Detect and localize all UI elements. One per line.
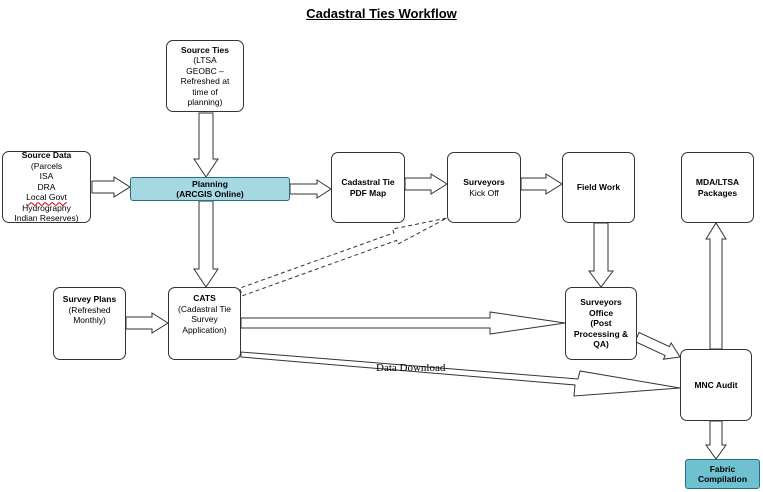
- node-survey-plans[interactable]: Survey Plans (Refreshed Monthly): [53, 287, 126, 360]
- node-line: (Post: [590, 318, 612, 329]
- node-surveyors-office[interactable]: Surveyors Office (Post Processing & QA): [565, 287, 637, 360]
- arrow-survey-plans-to-cats: [125, 312, 169, 334]
- node-line: (Parcels: [30, 160, 63, 171]
- node-line: Processing &: [573, 328, 629, 339]
- node-title: MNC Audit: [694, 379, 738, 390]
- node-cadastral-tie-pdf-map[interactable]: Cadastral Tie PDF Map: [331, 152, 405, 223]
- node-line: planning): [187, 97, 223, 107]
- node-line: (Cadastral Tie: [178, 303, 231, 314]
- node-line: ISA: [39, 171, 54, 182]
- node-source-ties[interactable]: Source Ties (LTSA GEOBC – Refreshed at t…: [166, 40, 244, 112]
- node-title: Survey Plans: [62, 294, 117, 304]
- arrow-pdf-map-to-kick-off: [404, 173, 448, 195]
- node-mnc-audit[interactable]: MNC Audit: [680, 349, 752, 421]
- arrow-cats-to-kick-off-dashed: [238, 217, 448, 297]
- diagram-title: Cadastral Ties Workflow: [306, 6, 457, 21]
- node-line: Hydrography: [22, 202, 71, 213]
- node-mda-ltsa-packages[interactable]: MDA/LTSA Packages: [681, 152, 754, 223]
- node-line: GEOBC –: [186, 65, 224, 76]
- node-title: Source Data: [21, 150, 72, 161]
- arrow-cats-to-mnc-audit-data-download: [240, 351, 681, 397]
- node-line: (ARCGIS Online): [176, 189, 244, 199]
- node-line: Survey: [191, 314, 218, 324]
- arrow-mnc-audit-to-fabric: [705, 420, 727, 460]
- node-title: Planning: [192, 178, 228, 189]
- node-title: CATS: [193, 293, 216, 303]
- node-line: Refreshed at: [180, 76, 230, 86]
- node-line: Local Govt: [26, 192, 67, 203]
- node-title: Fabric: [709, 463, 736, 474]
- node-planning[interactable]: Planning (ARCGIS Online): [130, 177, 290, 201]
- arrow-source-ties-to-planning: [193, 112, 219, 178]
- node-line: Compilation: [697, 474, 748, 484]
- arrow-planning-to-pdf-map: [289, 179, 332, 199]
- node-title: Source Ties: [180, 44, 230, 55]
- node-fabric-compilation[interactable]: Fabric Compilation: [685, 459, 760, 489]
- node-line: Packages: [697, 187, 738, 198]
- arrow-planning-to-cats: [193, 200, 219, 288]
- node-source-data[interactable]: Source Data (Parcels ISA DRA Local Govt …: [2, 150, 91, 224]
- node-line: Kick Off: [469, 187, 499, 198]
- node-cats[interactable]: CATS (Cadastral Tie Survey Application): [168, 287, 241, 360]
- node-line: (LTSA: [193, 55, 217, 65]
- node-title: Surveyors: [463, 177, 505, 187]
- node-title: MDA/LTSA: [695, 177, 740, 187]
- arrow-field-work-to-office: [588, 222, 614, 288]
- node-surveyors-kick-off[interactable]: Surveyors Kick Off: [447, 152, 521, 223]
- node-line: (Refreshed: [68, 304, 111, 315]
- node-line: PDF Map: [349, 187, 387, 198]
- node-line: QA): [593, 339, 609, 350]
- arrow-mnc-audit-to-mda: [705, 222, 727, 350]
- arrow-kick-off-to-field-work: [520, 173, 563, 195]
- node-line: Office: [588, 307, 614, 318]
- node-line: Application): [182, 324, 227, 335]
- node-title: Surveyors: [580, 297, 622, 308]
- edge-label-data-download: Data Download: [376, 362, 446, 374]
- arrow-cats-to-office: [240, 311, 566, 335]
- node-line: DRA: [37, 181, 56, 192]
- node-title: Cadastral Tie: [341, 177, 395, 187]
- node-field-work[interactable]: Field Work: [562, 152, 635, 223]
- node-line: Indian Reserves): [14, 213, 79, 224]
- node-line: time of: [192, 86, 218, 97]
- arrow-office-to-mnc-audit: [634, 331, 681, 360]
- node-line: Monthly): [73, 315, 106, 325]
- node-title: Field Work: [576, 182, 621, 193]
- arrow-source-data-to-planning: [91, 176, 131, 198]
